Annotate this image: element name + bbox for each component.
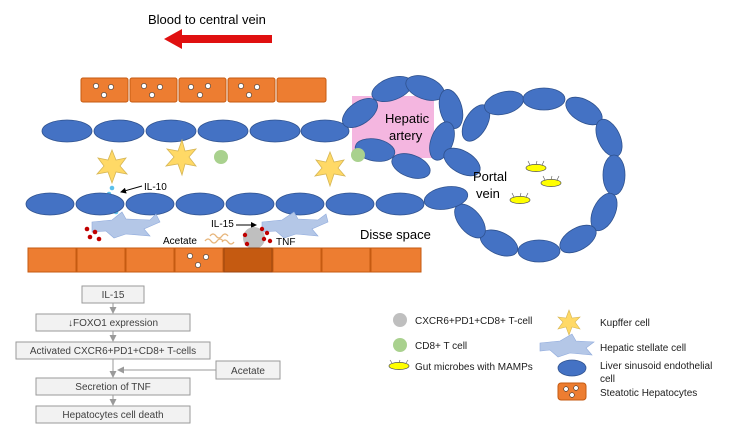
tnf-molecules [84,226,102,242]
hepatic-artery-wall [342,75,464,179]
endothelial-cell-icon [300,119,350,143]
il10-arrow [120,185,143,194]
endothelial-cell-icon [342,98,378,128]
endothelial-cell-icon [25,192,75,216]
kupffer-cell-icon [164,138,198,177]
hepatocyte [276,77,327,103]
endothelial-cell-icon [275,192,325,216]
endothelial-cell-icon [517,239,561,263]
portal-vein-label-2: vein [476,186,500,201]
acetate-label: Acetate [163,236,197,247]
cxcr6-tcell-icon [393,313,407,327]
hepatocyte [125,247,175,273]
blood-flow-arrow-icon [164,29,272,49]
hepatocyte [272,247,322,273]
portal-vein-wall [443,87,626,263]
endothelial-cell-icon [325,192,375,216]
endothelial-cell-icon [391,153,431,179]
hepatic-stellate-cell-icon [91,211,161,239]
cd8-tcell-icon [393,338,407,352]
hepatocyte [321,247,371,273]
flow-step-label: Secretion of TNF [75,382,150,393]
bottom-hepatocyte-row [27,247,422,273]
steatotic-hepatocyte-icon [557,382,587,401]
endothelial-cell-icon [438,89,464,129]
cd8-tcell-icon [214,150,228,164]
endothelial-cell-icon [93,119,145,143]
endothelial-cell-icon [559,224,597,254]
legend-label: Kupffer cell [600,318,650,329]
legend-label: Liver sinusoid endothelial [600,361,712,372]
steatotic-hepatocyte [129,77,178,103]
flow-step-label: Hepatocytes cell death [62,410,163,421]
hepatic-stellate-cell-icon [539,333,595,358]
kupffer-cell-icon [95,148,129,185]
endothelial-cell-icon [423,186,469,210]
hepatocyte [370,247,422,273]
hepatic-artery-label-2: artery [389,128,423,143]
gut-microbe-icon [388,359,410,370]
steatotic-hepatocyte [178,77,227,103]
flow-step-label: IL-15 [102,290,125,301]
endothelial-cell-icon [354,138,396,162]
endothelial-cell-icon [125,192,175,216]
flow-step-label: ↓FOXO1 expression [68,318,158,329]
endothelial-cell-icon [249,119,301,143]
portal-vein-label: Portal [473,169,507,184]
hepatic-stellate-cell-icon [261,211,329,239]
mechanism-flowchart: IL-15 ↓FOXO1 expression Activated CXCR6+… [15,285,281,424]
bottom-endothelial-row [25,186,469,216]
endothelial-cell-icon [41,119,93,143]
blood-flow-label: Blood to central vein [148,12,266,27]
top-hepatocyte-row [80,77,327,103]
gut-microbe-icon [525,160,547,172]
steatotic-hepatocyte [80,77,129,103]
tnf-molecules [242,226,273,247]
dying-hepatocyte [223,247,273,273]
legend-label: Hepatic stellate cell [600,343,686,354]
kupffer-cell-icon [557,309,581,336]
hepatocyte [27,247,77,273]
flow-step-label: Activated CXCR6+PD1+CD8+ T-cells [30,346,196,357]
hepatocyte [76,247,126,273]
flow-step-box [35,405,191,424]
endothelial-cell-icon [522,87,566,111]
acetate-molecules [204,233,235,245]
legend-label: Gut microbes with MAMPs [415,362,533,373]
flow-side-label: Acetate [231,366,265,377]
endothelial-cell-icon [175,192,225,216]
endothelial-cell-icon [602,154,626,196]
legend-label: CD8+ T cell [415,341,467,352]
il10-label: IL-10 [144,182,167,193]
endothelial-cell-icon [225,192,275,216]
endothelial-cell-icon [145,119,197,143]
cd8-tcell-icon [351,148,365,162]
legend: CXCR6+PD1+CD8+ T-cell CD8+ T cell Gut mi… [388,309,712,401]
endothelial-cell-icon [75,192,125,216]
legend-label: CXCR6+PD1+CD8+ T-cell [415,316,532,327]
il15-label: IL-15 [211,219,234,230]
gut-microbe-icon [509,192,531,204]
endothelial-cell-icon [557,359,587,377]
legend-label: Steatotic Hepatocytes [600,388,697,399]
gut-microbe-icon [540,175,562,187]
tnf-label: TNF [276,237,295,248]
top-endothelial-row [41,119,350,143]
steatotic-hepatocyte [227,77,276,103]
hepatic-artery-label: Hepatic [385,111,430,126]
disse-space-label: Disse space [360,227,431,242]
endothelial-cell-icon [375,192,425,216]
kupffer-cell-icon [313,150,347,188]
steatotic-hepatocyte [174,247,224,273]
endothelial-cell-icon [197,119,249,143]
endothelial-cell-icon [443,147,481,177]
legend-label-2: cell [600,374,615,385]
